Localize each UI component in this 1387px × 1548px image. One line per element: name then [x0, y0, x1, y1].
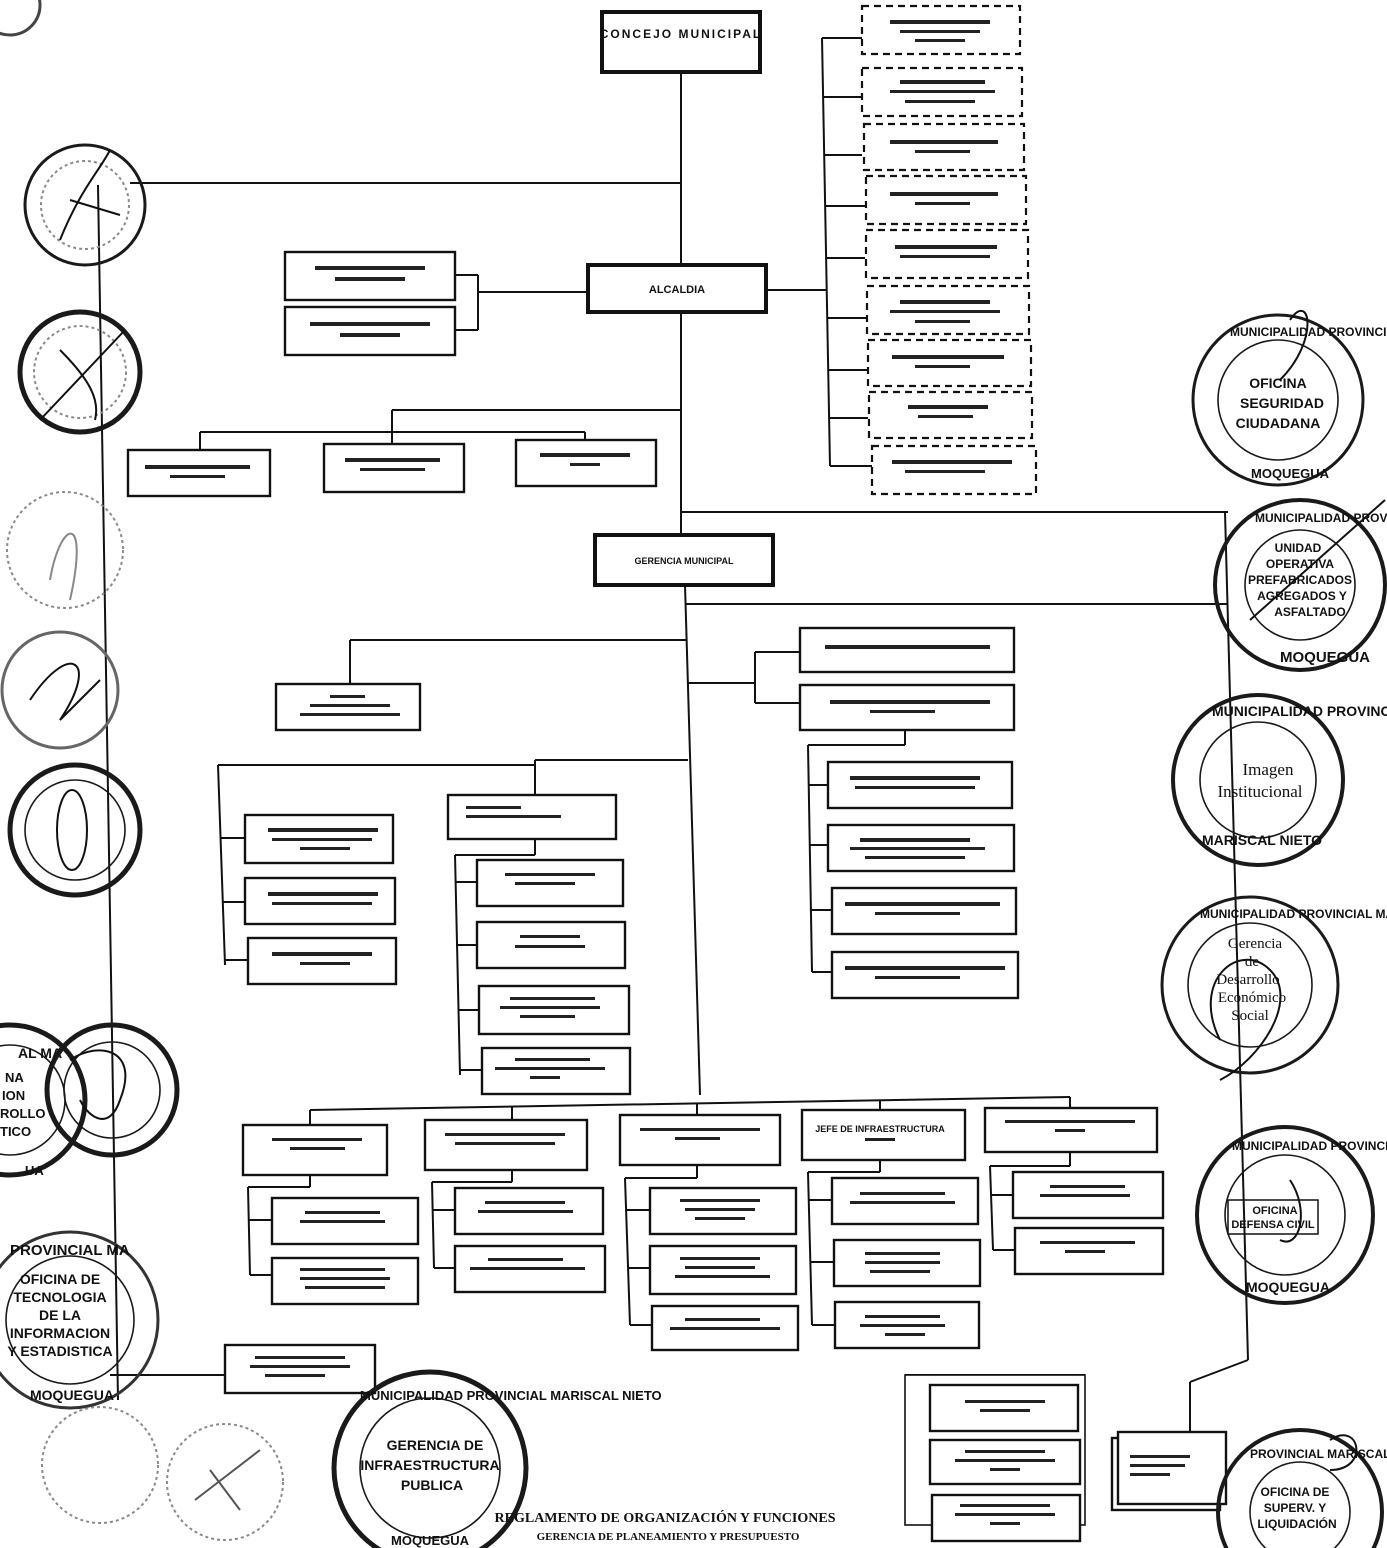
svg-text:TICO: TICO	[0, 1124, 31, 1139]
box-advisor-1	[283, 250, 457, 302]
svg-text:Social: Social	[1231, 1008, 1269, 1024]
stamp-defensa: MUNICIPALIDAD PROVINCIAL MARISCAL NIETO …	[1195, 1125, 1387, 1305]
bottom-right-group	[904, 1374, 1228, 1543]
svg-text:OPERATIVA: OPERATIVA	[1266, 557, 1335, 571]
svg-text:PROVINCIAL MARISCAL: PROVINCIAL MARISCAL	[1250, 1447, 1387, 1461]
concejo-label: CONCEJO MUNICIPAL	[600, 27, 762, 41]
stamp-left-3	[6, 491, 124, 609]
svg-text:TECNOLOGIA: TECNOLOGIA	[13, 1289, 106, 1305]
bottom-subgerencias	[270, 1170, 1165, 1352]
footer-title: REGLAMENTO DE ORGANIZACIÓN Y FUNCIONES	[495, 1509, 836, 1526]
box-left-bottom	[223, 1343, 377, 1395]
stamp-planeamiento: AL MA NA ION ROLLO TICO UA	[0, 1022, 88, 1178]
stamp-infraestructura: MUNICIPALIDAD PROVINCIAL MARISCAL NIETO …	[331, 1369, 662, 1548]
gerencia-jefe-label: JEFE DE INFRAESTRUCTURA	[815, 1124, 945, 1134]
svg-text:INFRAESTRUCTURA: INFRAESTRUCTURA	[360, 1457, 499, 1473]
svg-text:OFICINA DE: OFICINA DE	[20, 1271, 100, 1287]
box-concejo: CONCEJO MUNICIPAL	[600, 10, 762, 74]
svg-text:OFICINA: OFICINA	[1252, 1205, 1297, 1217]
svg-text:MOQUEGUA: MOQUEGUA	[391, 1533, 470, 1548]
gerencia-subtree	[243, 626, 1020, 1096]
dashed-committees	[860, 4, 1038, 496]
illegible-text	[335, 277, 405, 281]
svg-text:GERENCIA DE: GERENCIA DE	[387, 1437, 484, 1453]
svg-text:ROLLO: ROLLO	[0, 1106, 46, 1121]
svg-text:MUNICIPALIDAD PROVINCIAL: MUNICIPALIDAD PROVINCIAL	[1212, 703, 1387, 719]
alcaldia-label: ALCALDIA	[649, 284, 705, 296]
svg-text:Institucional: Institucional	[1218, 782, 1303, 801]
svg-text:Y ESTADISTICA: Y ESTADISTICA	[7, 1343, 112, 1359]
svg-text:PREFABRICADOS: PREFABRICADOS	[1248, 573, 1352, 587]
svg-text:DE LA: DE LA	[39, 1307, 81, 1323]
bottom-gerencias: JEFE DE INFRAESTRUCTURA	[241, 1106, 1159, 1177]
stamp-left-4	[0, 630, 120, 750]
svg-text:OFICINA DE: OFICINA DE	[1261, 1485, 1330, 1499]
svg-text:MUNICIPALIDAD PROVINCIAL MARIS: MUNICIPALIDAD PROVINCIAL MARISCAL NIETO	[1232, 1139, 1387, 1153]
box-alcaldia: ALCALDIA	[586, 263, 768, 314]
svg-text:MUNICIPALIDAD PROVINCIAL MARIS: MUNICIPALIDAD PROVINCIAL MARISCAL NIETO	[1200, 907, 1387, 921]
stamp-left-6	[44, 1022, 180, 1158]
stamp-left-7	[41, 1406, 284, 1541]
svg-text:MARISCAL NIETO: MARISCAL NIETO	[1202, 832, 1322, 848]
svg-text:Desarrollo: Desarrollo	[1216, 972, 1279, 988]
svg-text:PROVINCIAL MA: PROVINCIAL MA	[10, 1242, 130, 1259]
svg-text:MOQUEGUA: MOQUEGUA	[1246, 1279, 1330, 1295]
footer-subtitle: GERENCIA DE PLANEAMIENTO Y PRESUPUESTO	[537, 1531, 800, 1543]
box-advisor-2	[283, 305, 457, 357]
gerencia-municipal-label: GERENCIA MUNICIPAL	[635, 556, 735, 566]
illegible-text	[310, 322, 430, 326]
stamp-left-5	[7, 762, 143, 898]
svg-text:Gerencia: Gerencia	[1228, 936, 1282, 952]
svg-text:CIUDADANA: CIUDADANA	[1236, 415, 1321, 431]
svg-text:UNIDAD: UNIDAD	[1275, 541, 1322, 555]
stamp-top-left-partial	[0, 0, 42, 37]
svg-text:MOQUEGUA: MOQUEGUA	[1251, 466, 1330, 481]
svg-text:LIQUIDACIÓN: LIQUIDACIÓN	[1257, 1516, 1336, 1531]
office-row	[126, 438, 658, 498]
svg-text:MOQUEGUA: MOQUEGUA	[1280, 649, 1370, 666]
connector-lines	[97, 37, 1249, 1526]
stamp-unidad-operativa: MUNICIPALIDAD PROVINCIAL MARISCAL NIETO …	[1213, 498, 1387, 672]
svg-text:ASFALTADO: ASFALTADO	[1274, 605, 1346, 619]
stamp-imagen: MUNICIPALIDAD PROVINCIAL Imagen Instituc…	[1171, 693, 1387, 867]
svg-text:SUPERV. Y: SUPERV. Y	[1264, 1501, 1326, 1515]
illegible-text	[315, 266, 425, 270]
svg-text:SEGURIDAD: SEGURIDAD	[1240, 395, 1324, 411]
stamp-supervision: PROVINCIAL MARISCAL OFICINA DE SUPERV. Y…	[1216, 1428, 1387, 1548]
svg-text:AL MA: AL MA	[18, 1045, 62, 1061]
svg-text:de: de	[1245, 954, 1260, 970]
svg-text:ION: ION	[2, 1088, 25, 1103]
stamp-desarrollo: MUNICIPALIDAD PROVINCIAL MARISCAL NIETO …	[1160, 895, 1387, 1081]
svg-text:NA: NA	[5, 1070, 24, 1085]
svg-text:Imagen: Imagen	[1243, 760, 1294, 779]
svg-text:UA: UA	[25, 1163, 44, 1178]
svg-text:MUNICIPALIDAD PROVINCIAL MARIS: MUNICIPALIDAD PROVINCIAL MARISCAL NIETO	[360, 1388, 662, 1403]
svg-text:MUNICIPALIDAD PROVINCIAL MARIS: MUNICIPALIDAD PROVINCIAL MARISCAL NIETO	[1230, 325, 1387, 339]
stamp-seguridad: MUNICIPALIDAD PROVINCIAL MARISCAL NIETO …	[1191, 310, 1387, 487]
svg-text:DEFENSA CIVIL: DEFENSA CIVIL	[1231, 1219, 1315, 1231]
svg-text:MOQUEGUA: MOQUEGUA	[30, 1387, 114, 1403]
stamp-left-1	[23, 143, 147, 267]
svg-text:MUNICIPALIDAD PROVINCIAL MARIS: MUNICIPALIDAD PROVINCIAL MARISCAL NIETO	[1255, 511, 1387, 525]
svg-text:PUBLICA: PUBLICA	[401, 1477, 463, 1493]
svg-text:INFORMACION: INFORMACION	[10, 1325, 110, 1341]
box-gerencia-municipal: GERENCIA MUNICIPAL	[593, 533, 775, 587]
svg-text:OFICINA: OFICINA	[1249, 375, 1307, 391]
stamp-left-2	[17, 309, 143, 435]
illegible-text	[340, 333, 400, 337]
svg-text:Económico: Económico	[1218, 990, 1286, 1006]
stamp-tecnologia: PROVINCIAL MA OFICINA DE TECNOLOGIA DE L…	[0, 1230, 160, 1410]
